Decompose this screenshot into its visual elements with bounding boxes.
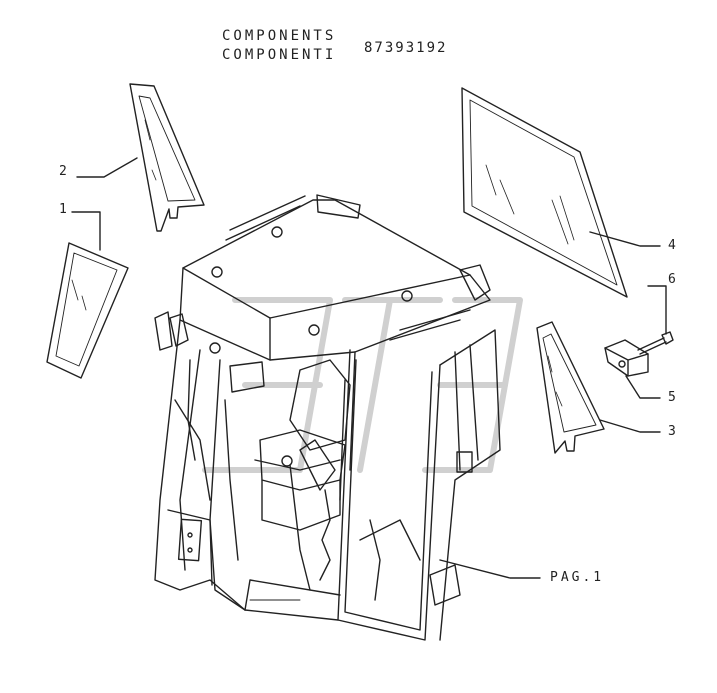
callout-5: 5 [668, 390, 676, 405]
cab-frame [154, 194, 501, 641]
part-4-rear-glass [461, 87, 628, 298]
part-5-latch [604, 339, 649, 377]
leader-6 [647, 285, 667, 335]
leader-2 [76, 157, 138, 178]
part-3-quarter-glass [536, 321, 605, 454]
header-components: COMPONENTS [222, 28, 337, 44]
part-6-bolt [637, 331, 674, 355]
callout-2: 2 [59, 164, 67, 179]
header-componenti: COMPONENTI [222, 47, 337, 63]
callout-1: 1 [59, 202, 67, 217]
callout-4: 4 [668, 238, 676, 253]
leader-3 [599, 419, 661, 433]
callout-6: 6 [668, 272, 676, 287]
callout-page-ref: PAG.1 [550, 570, 605, 585]
callout-3: 3 [668, 424, 676, 439]
leader-pag1 [439, 559, 541, 579]
leader-5 [625, 375, 661, 399]
leader-1 [71, 211, 101, 251]
part-2-quarter-glass [129, 83, 205, 232]
header-part-code: 87393192 [364, 40, 448, 56]
leader-4 [589, 231, 661, 247]
part-1-side-glass [46, 242, 129, 379]
